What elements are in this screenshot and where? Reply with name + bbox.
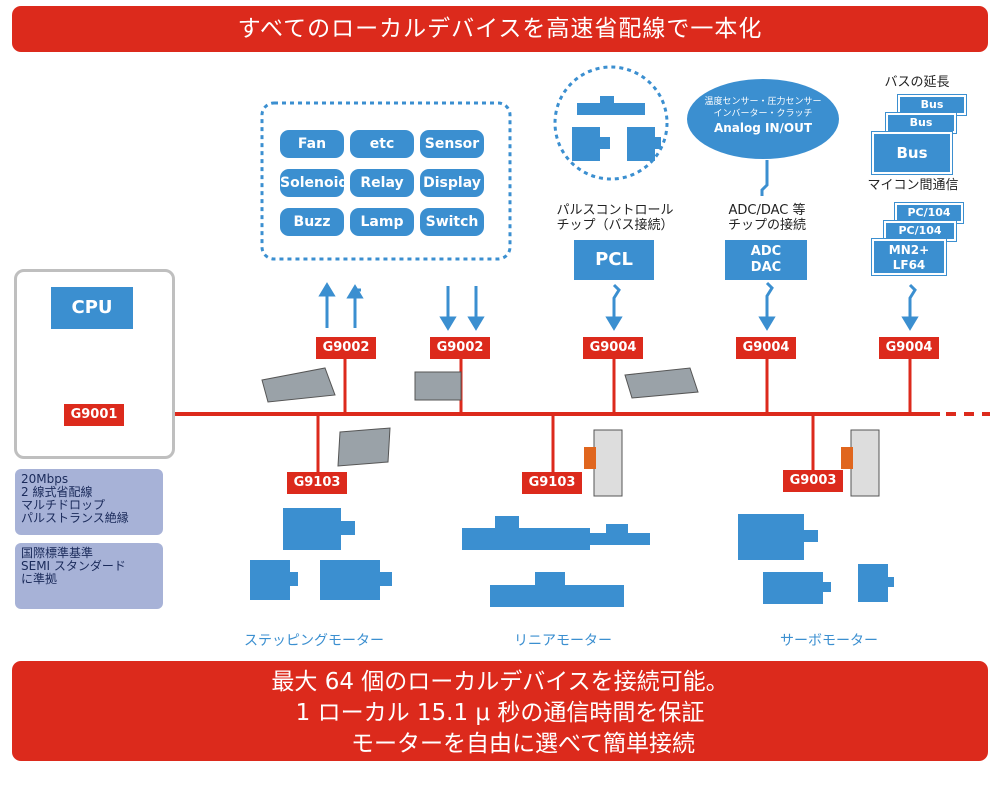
adc-caption: ADC/DAC 等 チップの接続 <box>705 203 829 233</box>
header-banner: すべてのローカルデバイスを高速省配線で一本化 <box>12 6 988 52</box>
device-buzz: Buzz <box>280 208 344 236</box>
pcl-circle <box>553 65 669 181</box>
stepping-motors <box>250 508 392 600</box>
standard-box: 国際標準基準 SEMI スタンダード に準拠 <box>15 543 163 609</box>
standard-line: SEMI スタンダード <box>21 559 126 573</box>
mcu-caption: マイコン間通信 <box>867 178 959 193</box>
pcl-box: PCL <box>574 240 654 280</box>
pcl-label: PCL <box>595 249 633 270</box>
device-cluster-frame <box>260 101 512 261</box>
adc-bubble-line: 温度センサー・圧力センサー <box>704 97 822 107</box>
lf64-label: LF64 <box>892 258 926 272</box>
footer-line-2: 1 ローカル 15.1 μ 秒の通信時間を保証 <box>295 700 705 726</box>
bus-card: Bus <box>898 95 966 115</box>
node-g9002-a: G9002 <box>316 337 376 359</box>
bus-caption: バスの延長 <box>884 75 950 90</box>
pcl-caption-line: パルスコントロール <box>556 203 674 218</box>
adc-bubble <box>687 79 839 159</box>
footer-line-1: 最大 64 個のローカルデバイスを接続可能。 <box>271 669 729 695</box>
linear-motor-caption: リニアモーター <box>514 633 612 649</box>
node-g9004-c: G9004 <box>879 337 939 359</box>
device-display: Display <box>420 169 484 197</box>
bus-card: Bus <box>872 132 952 174</box>
spec-line: 2 線式省配線 <box>21 485 93 499</box>
pc104-card: PC/104 <box>884 221 956 241</box>
spec-box: 20Mbps 2 線式省配線 マルチドロップ パルストランス絶縁 <box>15 469 163 535</box>
spec-line: 20Mbps <box>21 472 69 486</box>
node-g9003: G9003 <box>783 470 843 492</box>
adc-caption-line: チップの接続 <box>727 218 806 233</box>
servo-drives <box>584 429 880 497</box>
node-g9001: G9001 <box>64 404 124 426</box>
spec-line: マルチドロップ <box>21 498 106 512</box>
dac-label: DAC <box>750 260 782 275</box>
node-g9103-a: G9103 <box>287 472 347 494</box>
device-etc: etc <box>350 130 414 158</box>
pc104-card: PC/104 <box>895 203 963 223</box>
cpu-box: CPU <box>51 287 133 329</box>
adc-bubble-text: 温度センサー・圧力センサー インバーター・クラッチ Analog IN/OUT <box>690 96 836 136</box>
node-g9004-a: G9004 <box>583 337 643 359</box>
pcl-caption: パルスコントロール チップ（バス接続） <box>540 203 690 233</box>
adc-bubble-line: インバーター・クラッチ <box>713 109 813 119</box>
linear-motors <box>462 516 650 607</box>
adc-bubble-line: Analog IN/OUT <box>713 121 813 135</box>
device-lamp: Lamp <box>350 208 414 236</box>
header-title: すべてのローカルデバイスを高速省配線で一本化 <box>237 16 763 42</box>
pcl-caption-line: チップ（バス接続） <box>556 218 674 233</box>
bus-card: Bus <box>886 113 956 133</box>
node-g9002-b: G9002 <box>430 337 490 359</box>
cpu-label: CPU <box>71 297 113 318</box>
node-g9004-b: G9004 <box>736 337 796 359</box>
spec-line: パルストランス絶縁 <box>21 511 129 525</box>
node-drops <box>316 358 912 472</box>
device-sensor: Sensor <box>420 130 484 158</box>
stepping-motor-caption: ステッピングモーター <box>244 633 384 649</box>
device-fan: Fan <box>280 130 344 158</box>
pcl-motor-icons <box>572 96 661 161</box>
standard-line: 国際標準基準 <box>21 546 94 560</box>
device-solenoid: Solenoid <box>280 169 348 197</box>
servo-motors <box>738 514 894 604</box>
device-relay: Relay <box>350 169 414 197</box>
standard-line: に準拠 <box>21 572 58 586</box>
adc-label: ADC <box>750 244 782 259</box>
servo-motor-caption: サーボモーター <box>780 633 878 649</box>
adc-caption-line: ADC/DAC 等 <box>728 203 806 218</box>
footer-banner: 最大 64 個のローカルデバイスを接続可能。 1 ローカル 15.1 μ 秒の通… <box>12 661 988 761</box>
mn2-label: MN2+ <box>888 243 930 257</box>
mn2-board: MN2+ LF64 <box>872 239 946 275</box>
device-switch: Switch <box>420 208 484 236</box>
footer-line-3: モーターを自由に選べて簡単接続 <box>304 731 696 757</box>
adc-dac-box: ADC DAC <box>725 240 807 280</box>
node-g9103-b: G9103 <box>522 472 582 494</box>
